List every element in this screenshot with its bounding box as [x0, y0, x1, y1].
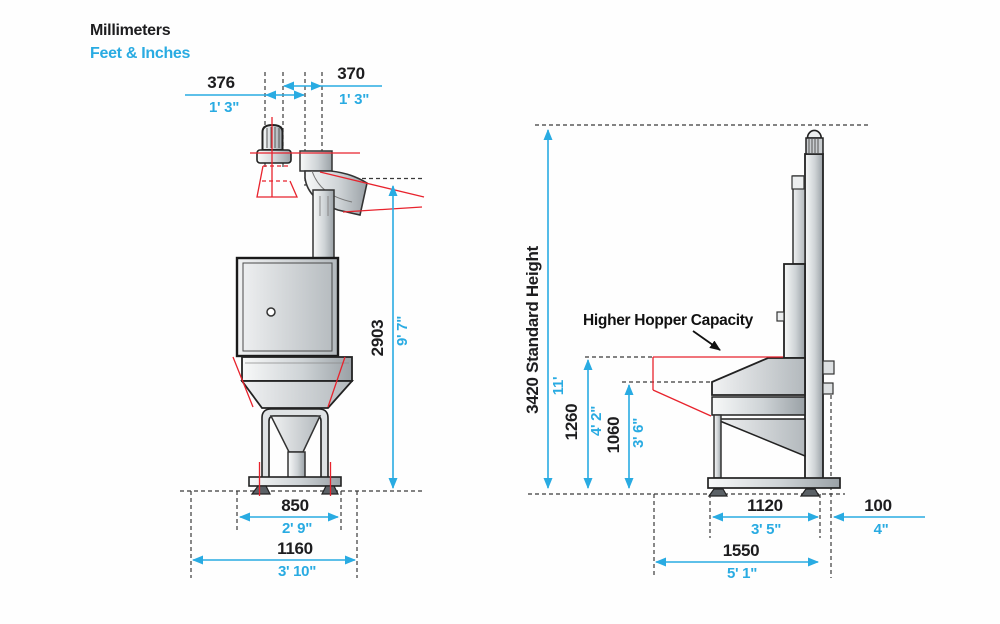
- dim-3420: 3420 Standard Height 11': [523, 129, 567, 489]
- dim-1060: 1060 3' 6": [604, 384, 647, 489]
- motor-dome: [806, 129, 823, 139]
- dim-1060-mm: 1060: [604, 417, 623, 454]
- funnel: [269, 415, 322, 453]
- dim-1260-ft: 4' 2": [588, 406, 605, 436]
- rear-panel-cap: [791, 175, 805, 190]
- motor-cap: [805, 137, 824, 155]
- dim-1160: 1160 3' 10": [192, 539, 356, 580]
- side-tab-right2: [822, 382, 834, 395]
- dim-1160-ft: 3' 10": [278, 563, 316, 580]
- dim-100-mm: 100: [864, 496, 891, 515]
- dim-850-ft: 2' 9": [282, 520, 312, 537]
- dim-370: 370 1' 3": [283, 64, 382, 108]
- dim-850-mm: 850: [281, 496, 308, 515]
- hopper-band: [241, 356, 353, 382]
- side-tab-right1: [822, 360, 835, 375]
- higher-hopper-label: Higher Hopper Capacity: [583, 312, 754, 329]
- dim-1260: 1260 4' 2": [562, 359, 605, 489]
- dim-100-ft: 4": [874, 521, 889, 538]
- legend-millimeters: Millimeters: [90, 22, 171, 39]
- funnel-side: [714, 418, 806, 458]
- dim-1120-mm: 1120: [747, 496, 783, 515]
- legend-feet-inches: Feet & Inches: [90, 45, 191, 62]
- hopper-band-side: [711, 396, 806, 416]
- filler-collar: [299, 150, 333, 172]
- dim-1160-mm: 1160: [277, 539, 313, 558]
- dim-2903-ft: 9' 7": [394, 316, 411, 346]
- front-leg: [713, 414, 722, 479]
- motor-icon: [256, 123, 292, 164]
- discharge-spout: [304, 170, 368, 216]
- vertical-pipe: [312, 189, 335, 259]
- dim-1120: 1120 3' 5": [712, 496, 819, 538]
- dim-2903-mm: 2903: [368, 320, 387, 357]
- foot-front: [707, 488, 729, 497]
- front-view: 376 1' 3" 370 1' 3" 2903 9' 7" 850 2' 9"…: [180, 64, 425, 580]
- side-machine: [707, 129, 841, 497]
- dim-1260-mm: 1260: [562, 404, 581, 441]
- dim-3420-mm: 3420 Standard Height: [523, 245, 542, 413]
- side-tab-left: [776, 311, 785, 322]
- dim-370-mm: 370: [337, 64, 364, 83]
- control-cabinet: [235, 256, 340, 358]
- dim-376: 376 1' 3": [185, 73, 305, 116]
- dim-1550-ft: 5' 1": [727, 565, 757, 582]
- dim-3420-ft: 11': [550, 377, 567, 396]
- hopper-trapezoid: [240, 380, 355, 409]
- side-red-outline: [652, 356, 783, 417]
- dim-850: 850 2' 9": [239, 496, 339, 537]
- dim-376-mm: 376: [207, 73, 234, 92]
- foot-rear: [799, 488, 821, 497]
- dim-1060-ft: 3' 6": [630, 418, 647, 448]
- dim-1120-ft: 3' 5": [751, 521, 781, 538]
- dim-100: 100 4": [833, 496, 925, 538]
- dim-376-ft: 1' 3": [209, 99, 239, 116]
- hopper-top-side: [711, 357, 806, 396]
- cabinet-knob: [266, 307, 276, 317]
- dim-2903: 2903 9' 7": [368, 185, 411, 489]
- dim-370-ft: 1' 3": [339, 91, 369, 108]
- side-view: Higher Hopper Capacity 3420 Standard Hei…: [523, 124, 925, 582]
- foot-left: [250, 485, 271, 495]
- column: [804, 153, 824, 485]
- front-machine: [235, 123, 368, 495]
- base-bar-side: [707, 477, 841, 489]
- legend: Millimeters Feet & Inches: [90, 22, 191, 62]
- base-bar: [248, 476, 342, 487]
- rear-box: [783, 263, 806, 359]
- higher-hopper-callout: Higher Hopper Capacity: [583, 312, 754, 351]
- front-red-outline: [232, 117, 425, 496]
- dim-1550-mm: 1550: [723, 541, 760, 560]
- funnel-chute: [287, 451, 306, 481]
- dim-1550: 1550 5' 1": [655, 541, 819, 582]
